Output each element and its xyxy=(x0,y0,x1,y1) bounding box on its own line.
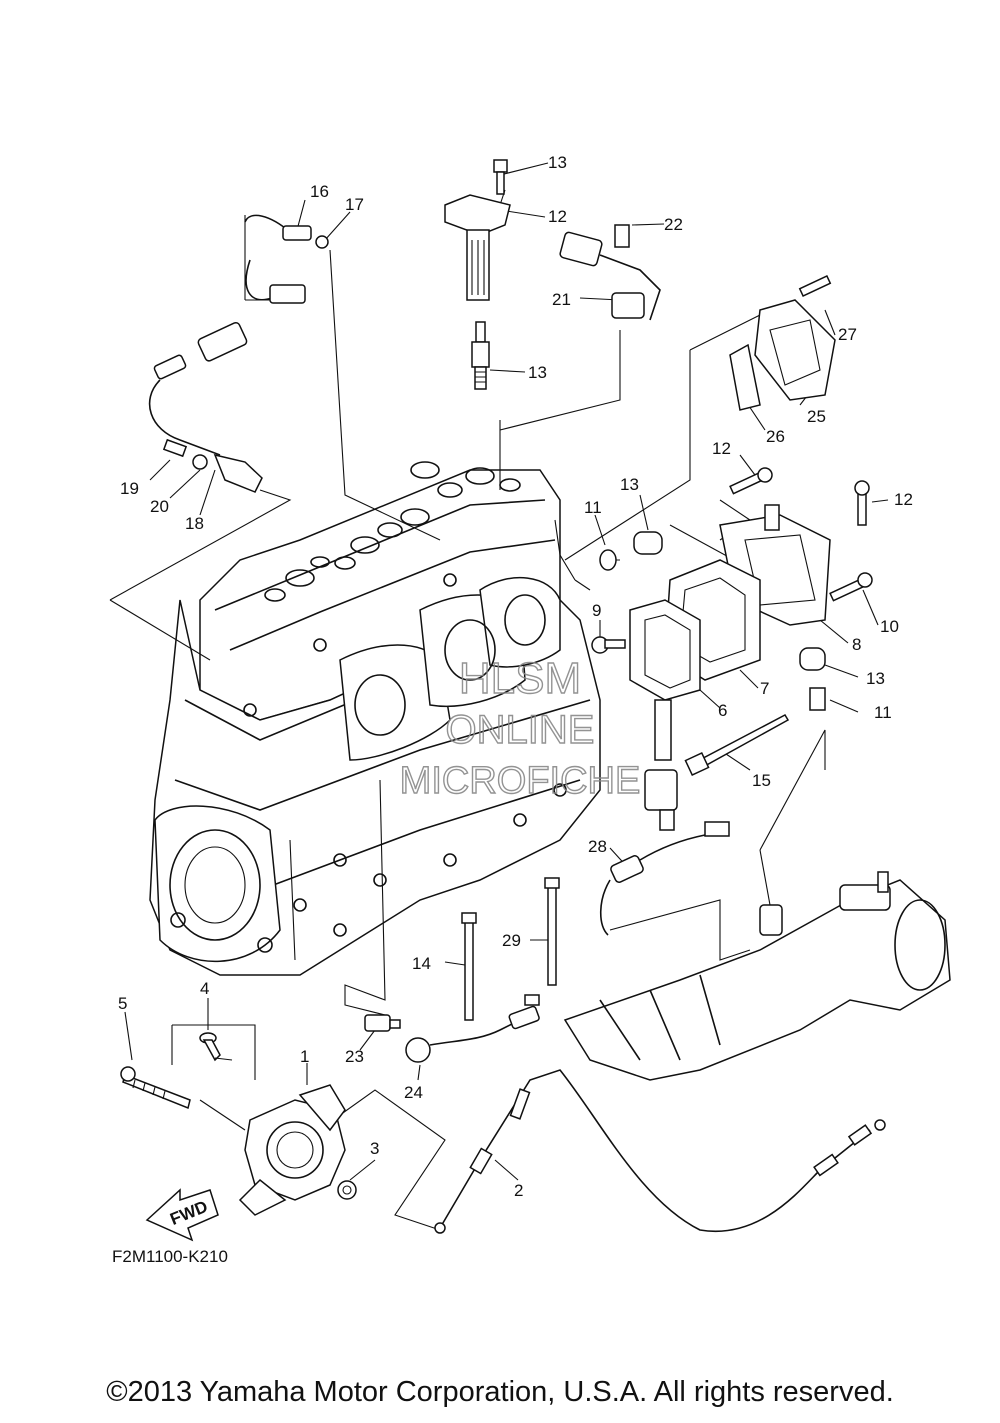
callout-1: 1 xyxy=(300,1047,309,1066)
part-14-ignition-coil xyxy=(444,194,511,301)
callout-labels: 13 12 22 16 17 21 27 13 25 26 12 19 20 1… xyxy=(118,153,913,1200)
callout-22: 19 xyxy=(120,479,139,498)
watermark-line-2: ONLINE xyxy=(446,708,595,752)
callout-9: 9 xyxy=(592,601,601,620)
callout-17: 14 xyxy=(412,954,431,973)
callout-21: 18 xyxy=(185,514,204,533)
part-31-sensor xyxy=(599,821,730,936)
part-6-module xyxy=(629,599,701,831)
leader-lines xyxy=(109,162,889,1231)
part-12-bolts xyxy=(729,467,870,526)
part-18-tie xyxy=(684,714,790,777)
engine-block xyxy=(149,461,601,976)
callout-8: 8 xyxy=(852,635,861,654)
callout-31: 28 xyxy=(588,837,607,856)
callout-10: 10 xyxy=(880,617,899,636)
callout-29: 26 xyxy=(766,427,785,446)
callout-16: 13 xyxy=(528,363,547,382)
callout-32: 29 xyxy=(502,931,521,950)
callout-6: 6 xyxy=(718,701,727,720)
callout-2: 2 xyxy=(514,1181,523,1200)
part-24-sensor xyxy=(559,224,661,321)
part-26-sensor xyxy=(364,1014,401,1032)
part-9-bolt xyxy=(591,636,626,654)
part-16-spark-plug xyxy=(471,321,490,390)
callout-4: 4 xyxy=(200,979,209,998)
part-4-screw xyxy=(199,1032,233,1062)
watermark-line-1: HLSM xyxy=(459,654,581,703)
part-15-bolt xyxy=(493,159,508,195)
callout-20: 17 xyxy=(345,195,364,214)
callout-26: 23 xyxy=(345,1047,364,1066)
fwd-arrow-icon: FWD xyxy=(145,1188,219,1242)
callout-30: 27 xyxy=(838,325,857,344)
exhaust-manifold xyxy=(563,871,951,1081)
callout-3: 3 xyxy=(370,1139,379,1158)
callout-7: 7 xyxy=(760,679,769,698)
callout-18: 15 xyxy=(752,771,771,790)
part-27-sensor xyxy=(405,994,540,1063)
copyright-notice: ©2013 Yamaha Motor Corporation, U.S.A. A… xyxy=(106,1376,894,1408)
callout-13-top: 13 xyxy=(620,475,639,494)
watermark: HLSM ONLINE MICROFICHE xyxy=(399,653,641,802)
callout-14: 12 xyxy=(548,207,567,226)
callout-15: 13 xyxy=(548,153,567,172)
callout-23: 20 xyxy=(150,497,169,516)
callout-11-top: 11 xyxy=(584,498,602,517)
callout-12-right: 12 xyxy=(894,490,913,509)
part-5-screw xyxy=(120,1066,191,1110)
part-2-throttle-cable xyxy=(434,1069,886,1234)
callout-5: 5 xyxy=(118,994,127,1013)
callout-28: 25 xyxy=(807,407,826,426)
part-3-nut xyxy=(337,1180,357,1200)
part-10-bolt xyxy=(829,572,873,602)
callout-25: 22 xyxy=(664,215,683,234)
callout-27: 24 xyxy=(404,1083,423,1102)
callout-19: 16 xyxy=(310,182,329,201)
diagram-code: F2M1100-K210 xyxy=(112,1247,228,1266)
callout-12-top: 12 xyxy=(712,439,731,458)
callout-11-right: 11 xyxy=(874,703,892,722)
callout-13-right: 13 xyxy=(866,669,885,688)
part-28-cover xyxy=(729,275,836,411)
part-11-13-grommets xyxy=(599,531,826,711)
part-1-throttle-body xyxy=(238,1084,346,1216)
callout-24: 21 xyxy=(552,290,571,309)
watermark-line-3: MICROFICHE xyxy=(400,760,641,802)
part-21-sensor xyxy=(148,321,263,493)
part-32-17-cable-ties xyxy=(461,877,560,1021)
part-19-sensor xyxy=(244,214,329,304)
